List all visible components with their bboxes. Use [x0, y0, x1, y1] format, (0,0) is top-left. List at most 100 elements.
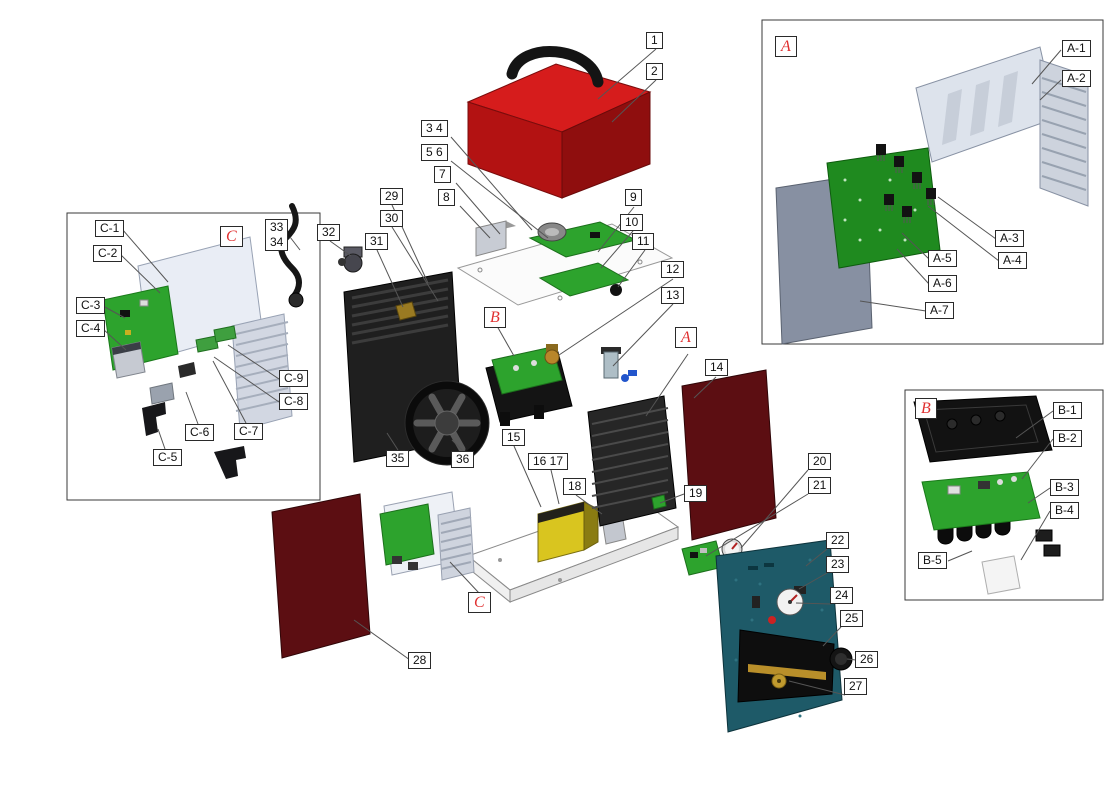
leader-7 — [455, 182, 501, 235]
sublabel-b4: B-4 — [1050, 502, 1079, 519]
callout-35: 35 — [386, 450, 410, 467]
sublabel-a3: A-3 — [995, 230, 1024, 247]
subassembly-box-a — [761, 19, 1104, 345]
callout-31: 31 — [365, 233, 389, 250]
sublabel-c7: C-7 — [234, 423, 264, 440]
front-panel-assembly — [715, 539, 853, 733]
leader-c1 — [121, 228, 169, 283]
panel-connector-23 — [794, 586, 806, 594]
gas-valve-12 — [544, 344, 560, 365]
box-b-border — [904, 389, 1104, 601]
leader-a6 — [896, 248, 930, 285]
leader-a5 — [901, 232, 930, 260]
callout-22: 22 — [826, 532, 850, 549]
leader-c4 — [102, 328, 127, 351]
brass-rail — [748, 664, 826, 680]
fin-lines-a — [1041, 77, 1087, 191]
cooling-fan-36 — [404, 380, 490, 466]
sublabel-c8: C-8 — [279, 393, 309, 410]
leader-35 — [386, 432, 399, 451]
leader-b5 — [947, 550, 973, 562]
leader-16-17 — [550, 469, 560, 505]
red-cover — [466, 46, 652, 199]
leader-24 — [795, 602, 832, 605]
leader-33-34 — [289, 236, 301, 251]
sublabel-a2: A-2 — [1062, 70, 1091, 87]
side-panel-28 — [271, 493, 371, 659]
leader-5-6 — [450, 160, 549, 239]
leader-31 — [376, 249, 404, 308]
leader-a1 — [1031, 49, 1062, 85]
callout-34: 34 — [270, 235, 284, 249]
callout-26: 26 — [855, 651, 879, 668]
sublabel-c9: C-9 — [279, 370, 309, 387]
leader-28 — [353, 619, 411, 661]
section-letter-main-c: C — [468, 592, 491, 613]
callout-25: 25 — [840, 610, 864, 627]
leader-22 — [805, 548, 828, 567]
leader-c6 — [185, 391, 199, 425]
callout-33-34: 33 34 — [265, 219, 289, 251]
section-letter-main-a: A — [675, 327, 697, 348]
leader-23 — [798, 572, 828, 590]
terminal-block-2-c — [213, 325, 237, 343]
corner-bracket-2-c — [214, 446, 246, 479]
leader-a7 — [859, 300, 927, 312]
callout-2: 2 — [646, 63, 663, 80]
sublabel-c1: C-1 — [95, 220, 125, 237]
callout-19: 19 — [684, 485, 708, 502]
leader-10 — [600, 230, 634, 269]
leader-a3 — [937, 196, 997, 240]
callout-5-6: 5 6 — [421, 144, 448, 161]
connector-blocks-b — [1035, 529, 1061, 557]
sublabel-c5: C-5 — [153, 449, 183, 466]
pcb-pads-a — [843, 178, 917, 242]
leader-b2 — [1021, 438, 1054, 480]
heatsink-stack-main — [587, 395, 677, 527]
box-a-border — [761, 19, 1104, 345]
sublabel-a7: A-7 — [925, 302, 954, 319]
callout-10: 10 — [620, 214, 644, 231]
power-cable-33-34 — [278, 203, 304, 308]
section-letter-main-b: B — [484, 307, 506, 328]
red-indicator — [768, 616, 776, 624]
leader-8 — [459, 205, 491, 239]
c-subassembly-main — [379, 491, 475, 581]
solenoid-32 — [338, 246, 363, 273]
sublabel-b5: B-5 — [918, 552, 947, 569]
sublabel-c4: C-4 — [76, 320, 106, 337]
callout-16-17: 16 17 — [528, 453, 569, 470]
sublabel-b1: B-1 — [1053, 402, 1082, 419]
relay-top-c — [112, 342, 141, 355]
leader-11 — [617, 249, 646, 288]
callout-12: 12 — [661, 261, 685, 278]
callout-8: 8 — [438, 189, 455, 206]
main-pcb-a — [826, 147, 941, 269]
power-transistors-a — [876, 144, 936, 223]
callout-13: 13 — [661, 287, 685, 304]
b-subassembly-main — [485, 346, 573, 426]
thermal-switch-31 — [395, 301, 417, 321]
callout-32: 32 — [317, 224, 341, 241]
leader-14 — [693, 376, 717, 399]
small-block-c — [149, 382, 175, 405]
pcb-components-c — [120, 299, 149, 335]
callout-7: 7 — [434, 166, 451, 183]
sublabel-a1: A-1 — [1062, 40, 1091, 57]
filter-regulator-13 — [601, 347, 637, 382]
leader-20 — [740, 469, 809, 549]
leader-b4 — [1020, 510, 1051, 561]
sublabel-a4: A-4 — [998, 252, 1027, 269]
sublabel-a5: A-5 — [928, 250, 957, 267]
callout-23: 23 — [826, 556, 850, 573]
sublabel-c2: C-2 — [93, 245, 123, 262]
callout-33: 33 — [270, 220, 284, 234]
section-letter-box-b: B — [915, 398, 937, 419]
corner-bracket-1-c — [142, 402, 166, 436]
callout-24: 24 — [830, 587, 854, 604]
dark-part-c — [178, 362, 196, 378]
leader-2 — [611, 79, 657, 123]
leader-b1 — [1015, 410, 1054, 439]
callout-14: 14 — [705, 359, 729, 376]
callout-21: 21 — [808, 477, 832, 494]
